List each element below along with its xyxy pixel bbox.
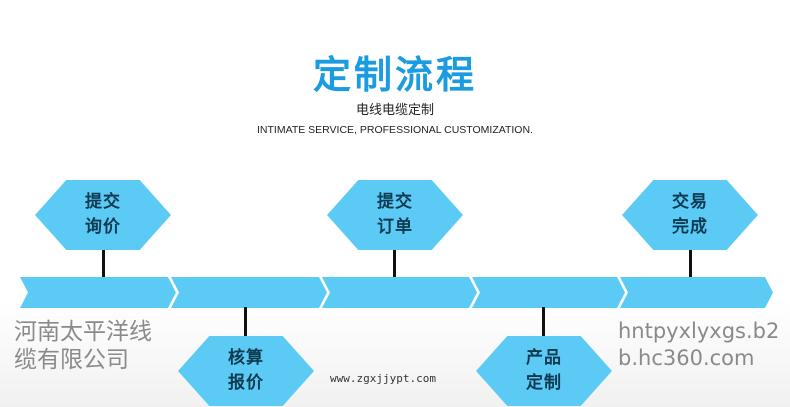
connector — [393, 249, 396, 277]
arrow-segment — [171, 277, 327, 308]
subtitle: 电线电缆定制 — [355, 103, 434, 118]
step-label: 提交 — [377, 192, 413, 212]
step-submit-inquiry: 提交询价 — [35, 180, 171, 250]
step-customize: 产品定制 — [476, 336, 612, 406]
step-label: 提交 — [85, 192, 121, 212]
watermark-company: 河南太平洋线缆有限公司 — [14, 319, 152, 373]
step-label: 订单 — [377, 217, 413, 237]
arrow-segment — [472, 277, 625, 308]
arrow-segment — [620, 277, 773, 308]
step-label: 定制 — [526, 373, 562, 393]
step-label: 核算 — [228, 348, 264, 368]
watermark-site: www.zgxjjypt.com — [330, 372, 436, 385]
connector — [244, 307, 247, 337]
step-label: 交易 — [672, 192, 708, 212]
connector — [542, 307, 545, 337]
arrow-segment — [322, 277, 477, 308]
step-label: 产品 — [526, 348, 562, 368]
step-label: 完成 — [672, 217, 708, 237]
step-label: 询价 — [85, 217, 121, 237]
page-title: 定制流程 — [312, 53, 477, 97]
step-label: 报价 — [228, 373, 264, 393]
watermark-url: hntpyxlyxgs.b2b.hc360.com — [618, 319, 780, 370]
process-arrow-band — [20, 277, 773, 308]
step-quote: 核算报价 — [178, 336, 314, 406]
tagline: INTIMATE SERVICE, PROFESSIONAL CUSTOMIZA… — [257, 124, 533, 136]
arrow-segment — [20, 277, 176, 308]
connector — [102, 249, 105, 277]
step-complete: 交易完成 — [622, 180, 758, 250]
step-submit-order: 提交订单 — [327, 180, 463, 250]
connector — [689, 249, 692, 277]
